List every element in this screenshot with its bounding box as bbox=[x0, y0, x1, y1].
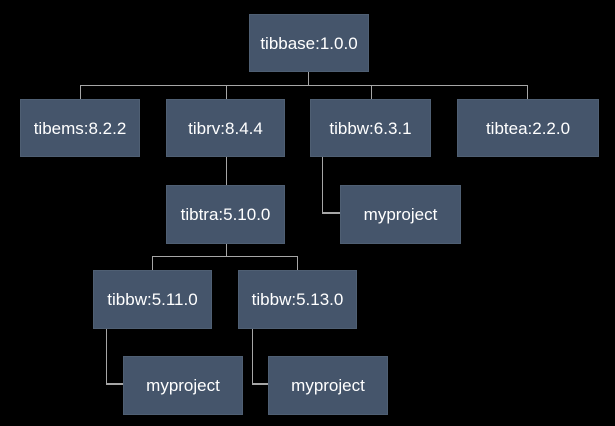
node-tibbw-6-3-1: tibbw:6.3.1 bbox=[310, 99, 431, 157]
connector-tibbw5130-myproject bbox=[252, 383, 268, 385]
connector-stub-tibrv bbox=[226, 85, 227, 99]
connector-root-drop bbox=[308, 72, 309, 86]
connector-stub-tibbw-5-13-0 bbox=[297, 256, 298, 270]
connector-stub-tibems bbox=[80, 85, 81, 99]
connector-stub-tibbw-6-3-1 bbox=[371, 85, 372, 99]
node-tibbase-1-0-0: tibbase:1.0.0 bbox=[249, 14, 369, 72]
node-myproject-2: myproject bbox=[123, 356, 243, 415]
connector-tibbw5130-drop bbox=[252, 329, 253, 385]
connector-stub-tibbw-5-11-0 bbox=[152, 256, 153, 270]
node-tibems-8-2-2: tibems:8.2.2 bbox=[20, 99, 140, 157]
connector-tibbw631-myproject bbox=[322, 212, 340, 214]
node-tibtra-5-10-0: tibtra:5.10.0 bbox=[166, 185, 285, 244]
connector-tibtra-drop bbox=[226, 244, 227, 257]
connector-stub-tibtea bbox=[527, 85, 528, 99]
connector-tibrv-tibtra bbox=[226, 157, 227, 185]
connector-tibbw5110-drop bbox=[106, 329, 107, 385]
node-tibrv-8-4-4: tibrv:8.4.4 bbox=[166, 99, 285, 157]
node-myproject-1: myproject bbox=[340, 185, 461, 244]
node-tibtea-2-2-0: tibtea:2.2.0 bbox=[457, 99, 599, 157]
connector-tibbw5110-myproject bbox=[106, 383, 123, 385]
connector-tibtra-bus bbox=[152, 256, 298, 257]
node-tibbw-5-13-0: tibbw:5.13.0 bbox=[238, 270, 357, 329]
node-myproject-3: myproject bbox=[268, 356, 388, 415]
connector-tibbw631-drop bbox=[322, 157, 323, 214]
node-tibbw-5-11-0: tibbw:5.11.0 bbox=[93, 270, 212, 329]
connector-root-bus bbox=[80, 85, 527, 86]
